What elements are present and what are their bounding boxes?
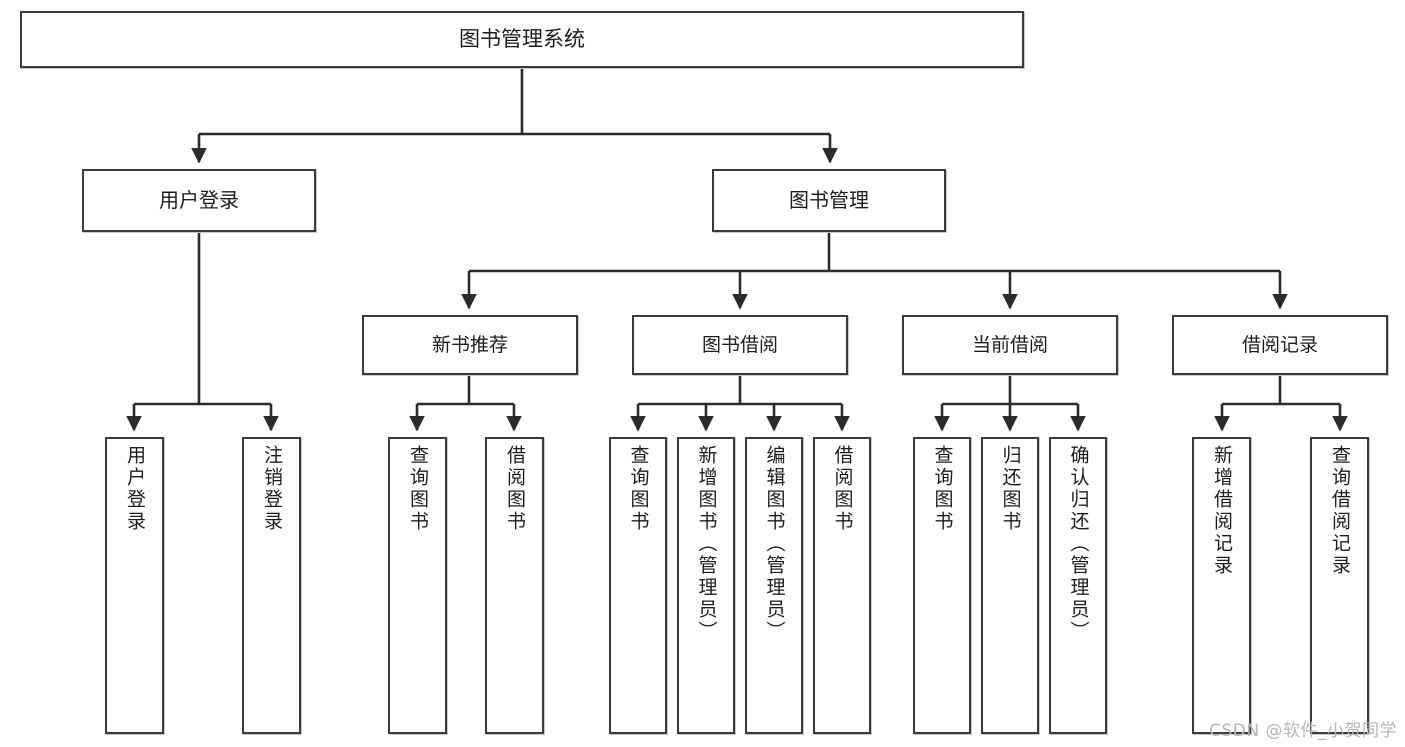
leaf-borrow-book-1[interactable]: 借阅图书 (485, 437, 544, 734)
node-current-borrow-label: 当前借阅 (971, 333, 1048, 356)
watermark: CSDN @软件_小贺同学 (1209, 721, 1397, 741)
node-current-borrow[interactable]: 当前借阅 (902, 315, 1118, 375)
leaf-add-borrow-record-label: 新增借阅记录 (1211, 445, 1233, 577)
leaf-add-book[interactable]: 新增图书（管理员） (677, 437, 735, 734)
leaf-return-book[interactable]: 归还图书 (981, 437, 1039, 734)
node-root-label: 图书管理系统 (459, 27, 585, 52)
node-new-book-recommend-label: 新书推荐 (431, 333, 508, 356)
node-book-management-label: 图书管理 (789, 187, 869, 212)
leaf-add-book-label: 新增图书（管理员） (695, 445, 718, 643)
leaf-borrow-book-2-label: 借阅图书 (831, 445, 854, 533)
leaf-logout-label: 注销登录 (261, 445, 283, 533)
leaf-borrow-book-2[interactable]: 借阅图书 (813, 437, 871, 734)
leaf-query-borrow-record-label: 查询借阅记录 (1329, 445, 1351, 577)
leaf-user-login-label: 用户登录 (124, 445, 146, 533)
leaf-query-book-3[interactable]: 查询图书 (913, 437, 971, 734)
node-book-borrow-label: 图书借阅 (701, 333, 778, 356)
leaf-borrow-book-1-label: 借阅图书 (504, 445, 526, 533)
leaf-query-book-1-label: 查询图书 (407, 445, 429, 533)
leaf-query-book-2[interactable]: 查询图书 (609, 437, 667, 734)
leaf-query-book-1[interactable]: 查询图书 (388, 437, 447, 734)
leaf-confirm-return-label: 确认归还（管理员） (1067, 445, 1090, 643)
node-user-login-label: 用户登录 (159, 187, 239, 212)
leaf-query-book-3-label: 查询图书 (931, 445, 954, 533)
node-book-borrow[interactable]: 图书借阅 (632, 315, 848, 375)
node-borrow-record[interactable]: 借阅记录 (1172, 315, 1388, 375)
node-book-management[interactable]: 图书管理 (712, 169, 946, 232)
leaf-return-book-label: 归还图书 (999, 445, 1022, 533)
leaf-confirm-return[interactable]: 确认归还（管理员） (1049, 437, 1107, 734)
node-new-book-recommend[interactable]: 新书推荐 (362, 315, 578, 375)
leaf-user-login[interactable]: 用户登录 (105, 437, 164, 734)
leaf-edit-book-label: 编辑图书（管理员） (763, 445, 786, 643)
leaf-query-book-2-label: 查询图书 (627, 445, 650, 533)
leaf-query-borrow-record[interactable]: 查询借阅记录 (1310, 437, 1369, 734)
node-root[interactable]: 图书管理系统 (20, 11, 1024, 68)
node-user-login[interactable]: 用户登录 (82, 169, 316, 232)
leaf-logout[interactable]: 注销登录 (242, 437, 301, 734)
leaf-add-borrow-record[interactable]: 新增借阅记录 (1192, 437, 1251, 734)
leaf-edit-book[interactable]: 编辑图书（管理员） (745, 437, 803, 734)
node-borrow-record-label: 借阅记录 (1241, 333, 1318, 356)
